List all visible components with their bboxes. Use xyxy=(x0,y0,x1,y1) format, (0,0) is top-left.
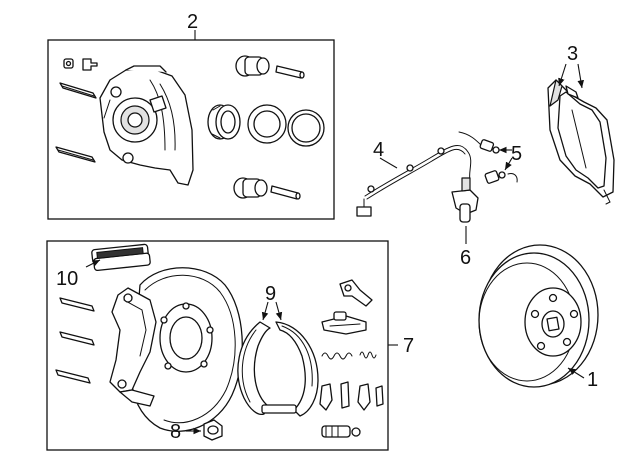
parking-brake-group-box: 7 10 xyxy=(46,240,414,451)
caliper-clip-lower xyxy=(55,146,96,163)
caliper-bracket xyxy=(109,287,157,407)
adjuster-screw xyxy=(321,425,361,438)
shoe-clip-2 xyxy=(59,331,95,346)
harness-connector xyxy=(356,206,372,217)
caliper-group-box: 2 xyxy=(47,11,335,220)
return-spring-2 xyxy=(359,351,377,359)
brake-rotor: 1 xyxy=(478,244,599,391)
shoe-clip-3 xyxy=(55,369,91,384)
callout-4: 4 xyxy=(373,139,384,161)
callout-1: 1 xyxy=(587,369,598,391)
abs-sensor: 6 xyxy=(451,177,479,269)
hold-down-pins xyxy=(319,381,384,411)
callout-8: 8 xyxy=(170,421,181,443)
bleeder-screw xyxy=(63,58,74,69)
caliper-piston xyxy=(247,104,287,144)
caliper-housing xyxy=(99,65,194,186)
hub-nut: 8 xyxy=(170,419,223,443)
callout-9: 9 xyxy=(265,283,276,305)
caliper-clip-upper xyxy=(59,82,97,99)
shoe-clip-1 xyxy=(59,297,95,312)
return-spring-1 xyxy=(321,352,353,360)
lever-bracket xyxy=(339,279,373,307)
callout-10: 10 xyxy=(56,268,78,290)
backing-plate xyxy=(131,267,243,432)
guide-pin-boot-upper xyxy=(235,55,270,77)
callout-7: 7 xyxy=(403,335,414,357)
pad-hardware-kit: 10 xyxy=(56,243,151,290)
guide-pin-upper xyxy=(275,65,305,79)
callout-6: 6 xyxy=(460,247,471,269)
piston-boot xyxy=(287,109,325,147)
pad-wear-sensors: 5 xyxy=(458,131,522,184)
callout-2: 2 xyxy=(187,11,198,33)
caliper-box-frame xyxy=(47,39,335,220)
guide-pin-boot-lower xyxy=(233,177,268,199)
callout-5: 5 xyxy=(511,143,522,165)
brake-pads: 3 xyxy=(547,43,615,205)
adjuster-assembly xyxy=(321,311,367,335)
parking-brake-shoes: 9 xyxy=(237,283,319,417)
wheel-speed-sensor-harness: 4 xyxy=(356,139,472,217)
piston-seal xyxy=(207,104,241,140)
bleeder-cap xyxy=(82,58,98,71)
guide-pin-lower xyxy=(270,185,301,200)
callout-3: 3 xyxy=(567,43,578,65)
